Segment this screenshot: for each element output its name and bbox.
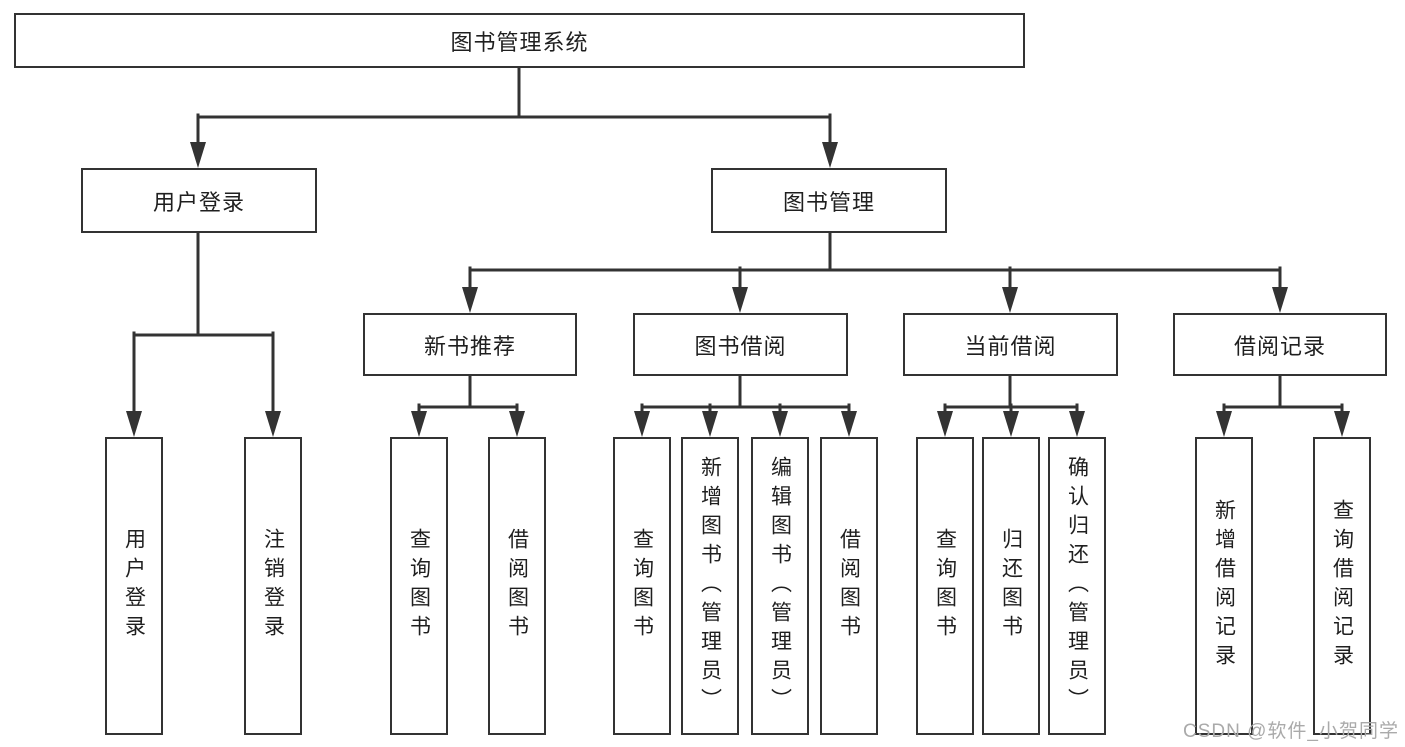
arrowhead-icon [509,411,525,437]
arrowhead-icon [462,287,478,313]
leaf-query-books-borrow: 查询图书 [613,437,671,735]
arrowhead-icon [1003,411,1019,437]
connector-book-management-children [462,231,1288,313]
leaf-borrow-books: 借阅图书 [820,437,878,735]
arrowhead-icon [772,411,788,437]
arrowhead-icon [1334,411,1350,437]
leaf-borrow-books-recommend: 借阅图书 [488,437,546,735]
leaf-add-books-admin: 新增图书（管理员） [681,437,739,735]
arrowhead-icon [937,411,953,437]
connector-user-login-children [126,231,281,437]
connector-current-borrow-children [937,374,1085,437]
connector-root-to-level2 [190,66,838,168]
arrowhead-icon [1216,411,1232,437]
leaf-query-books-current: 查询图书 [916,437,974,735]
arrowhead-icon [126,411,142,437]
leaf-user-login: 用户登录 [105,437,163,735]
arrowhead-icon [411,411,427,437]
arrowhead-icon [822,142,838,168]
node-book-management: 图书管理 [711,168,947,233]
arrowhead-icon [1272,287,1288,313]
node-user-login: 用户登录 [81,168,317,233]
node-root-system: 图书管理系统 [14,13,1025,68]
arrowhead-icon [190,142,206,168]
arrowhead-icon [1002,287,1018,313]
arrowhead-icon [265,411,281,437]
node-new-book-recommend: 新书推荐 [363,313,577,376]
arrowhead-icon [732,287,748,313]
arrowhead-icon [841,411,857,437]
leaf-return-books: 归还图书 [982,437,1040,735]
node-current-borrow: 当前借阅 [903,313,1118,376]
arrowhead-icon [634,411,650,437]
leaf-edit-books-admin: 编辑图书（管理员） [751,437,809,735]
leaf-query-borrow-record: 查询借阅记录 [1313,437,1371,735]
arrowhead-icon [702,411,718,437]
node-book-borrow: 图书借阅 [633,313,848,376]
leaf-confirm-return-admin: 确认归还（管理员） [1048,437,1106,735]
csdn-watermark: CSDN @软件_小贺同学 [1183,721,1399,742]
connector-borrow-records-children [1216,374,1350,437]
leaf-query-books-recommend: 查询图书 [390,437,448,735]
leaf-add-borrow-record: 新增借阅记录 [1195,437,1253,735]
arrowhead-icon [1069,411,1085,437]
node-borrow-records: 借阅记录 [1173,313,1387,376]
leaf-logout: 注销登录 [244,437,302,735]
connector-book-borrow-children [634,374,857,437]
connector-new-book-recommend-children [411,374,525,437]
